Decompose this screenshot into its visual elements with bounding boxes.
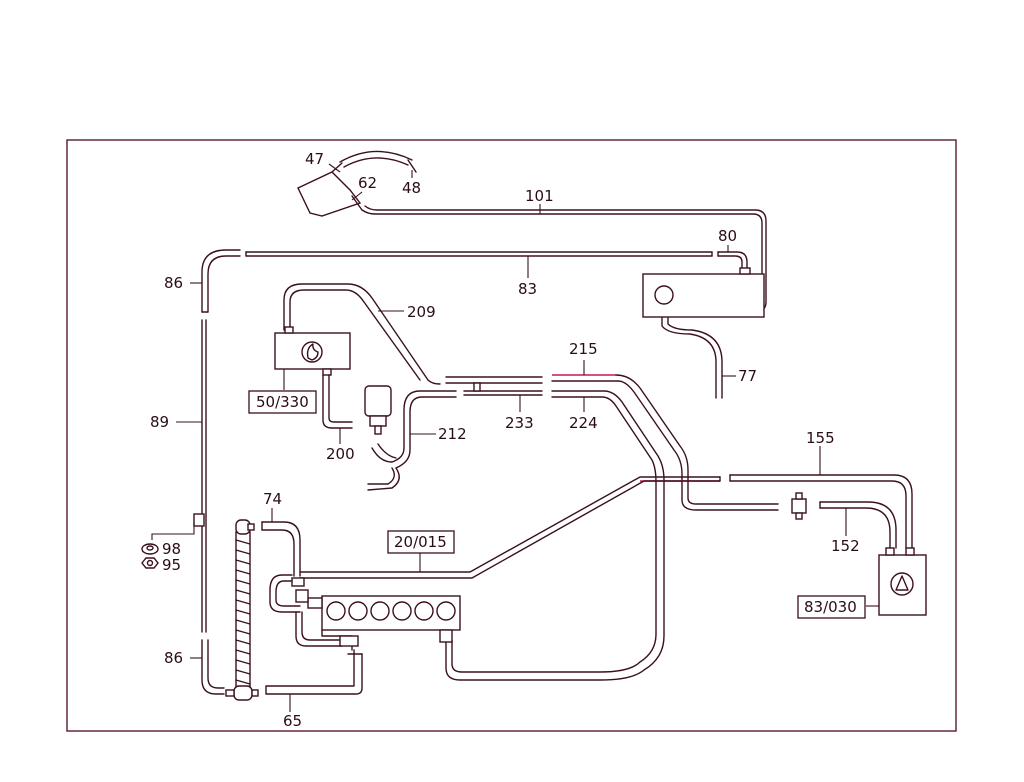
label-74: 74 (263, 490, 282, 508)
switchover-valve (364, 385, 392, 435)
diagram-frame (66, 139, 957, 732)
hose-20-015 (299, 476, 721, 579)
washer-98 (141, 543, 159, 555)
hose-86-bottom (201, 639, 225, 695)
hose-215 (551, 374, 779, 511)
label-212: 212 (438, 425, 467, 443)
control-unit-83-030 (878, 547, 927, 616)
label-200: 200 (326, 445, 355, 463)
label-65: 65 (283, 712, 302, 730)
label-152: 152 (831, 537, 860, 555)
t-connector (791, 492, 807, 520)
vacuum-reservoir (642, 267, 765, 318)
label-48: 48 (402, 179, 421, 197)
connector-233 (445, 376, 543, 396)
leader-lines (151, 163, 879, 712)
hose-74 (261, 521, 301, 577)
label-83-030: 83/030 (804, 598, 857, 616)
hose-65 (265, 649, 363, 695)
label-box-83-030 (797, 595, 866, 619)
label-20-015: 20/015 (394, 533, 447, 551)
hose-155 (729, 474, 913, 549)
hose-77 (661, 317, 723, 399)
hose-89 (201, 319, 207, 633)
hose-224 (445, 390, 665, 681)
label-224: 224 (569, 414, 598, 432)
label-box-50-330 (248, 390, 317, 414)
label-233: 233 (505, 414, 534, 432)
hose-152 (819, 501, 897, 549)
hose-83 (245, 251, 713, 257)
label-77: 77 (738, 367, 757, 385)
label-62: 62 (358, 174, 377, 192)
label-155: 155 (806, 429, 835, 447)
label-209: 209 (407, 303, 436, 321)
throttle-housing (297, 162, 363, 217)
hose-200 (322, 374, 353, 429)
label-95: 95 (162, 556, 181, 574)
hose-212 (367, 390, 457, 491)
check-valve-50-330 (274, 326, 351, 376)
hose-48 (339, 150, 417, 173)
hose-86-top (201, 249, 241, 313)
hose-clip (193, 513, 205, 527)
label-86-top: 86 (164, 274, 183, 292)
label-80: 80 (718, 227, 737, 245)
label-215: 215 (569, 340, 598, 358)
hose-manifold-loop (269, 574, 359, 651)
label-89: 89 (150, 413, 169, 431)
label-box-20-015 (387, 530, 455, 554)
label-47: 47 (305, 150, 324, 168)
hose-209 (283, 283, 441, 385)
nut-95 (141, 557, 159, 569)
label-83: 83 (518, 280, 537, 298)
intake-manifold (291, 577, 461, 643)
corrugated-pipe (225, 519, 259, 701)
label-50-330: 50/330 (256, 393, 309, 411)
label-98: 98 (162, 540, 181, 558)
label-101: 101 (525, 187, 554, 205)
hose-80 (717, 251, 748, 269)
label-86-bottom: 86 (164, 649, 183, 667)
